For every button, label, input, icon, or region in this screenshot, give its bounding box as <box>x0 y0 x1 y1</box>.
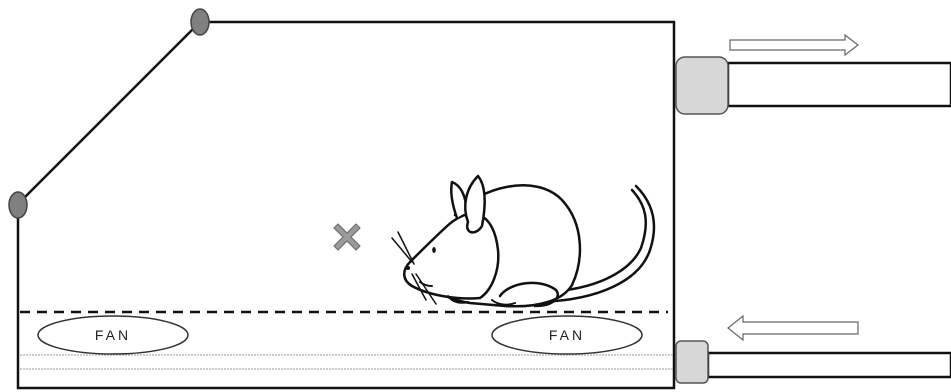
fan-label: FAN <box>95 327 131 343</box>
fan-label: FAN <box>549 327 585 343</box>
fan-right: FAN <box>491 315 643 355</box>
rat-icon <box>391 174 656 308</box>
tube-connector-icon <box>675 56 729 115</box>
arrow-right-icon <box>729 33 859 57</box>
arrow-left-icon <box>727 314 859 342</box>
hinge-icon <box>8 191 28 219</box>
cross-icon <box>333 223 361 251</box>
inlet-tube <box>675 340 951 384</box>
hinge-icon <box>190 8 210 36</box>
outlet-tube <box>675 56 951 115</box>
fan-left: FAN <box>37 315 189 355</box>
tube-connector-icon <box>675 340 709 384</box>
